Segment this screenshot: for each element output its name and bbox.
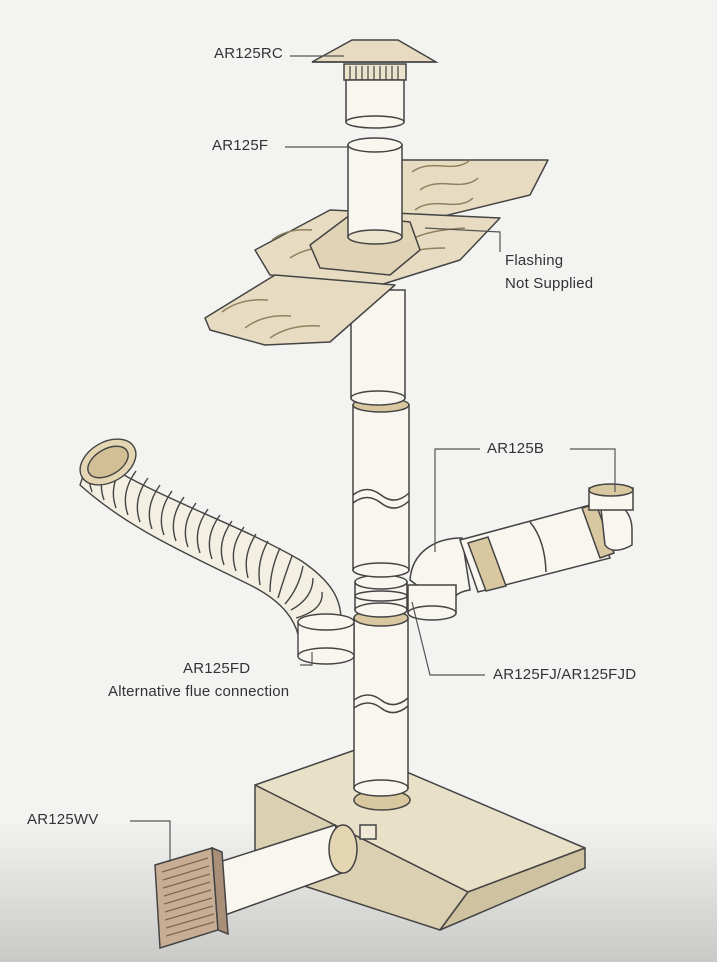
rain-cap [311, 39, 439, 129]
label-wall-vent: AR125WV [27, 811, 99, 828]
leader-flashing [424, 227, 501, 252]
label-flashing-line1: Flashing [505, 252, 564, 269]
wall-vent-duct [209, 824, 377, 916]
label-rain-cap: AR125RC [214, 45, 283, 62]
leader-joiner [411, 601, 485, 676]
wall-vent-grille [154, 846, 229, 949]
appliance-box [254, 749, 586, 931]
bend-pipe-assembly [407, 483, 634, 621]
leader-bend-right [570, 448, 616, 492]
leader-lines [130, 55, 616, 862]
label-flashing-line2: Not Supplied [505, 275, 594, 292]
label-joiner: AR125FJ/AR125FJD [493, 666, 637, 683]
label-bend: AR125B [487, 440, 545, 457]
leader-flexible-duct [300, 652, 313, 666]
lower-flue-pipe [353, 609, 411, 811]
roof-flue-pipe [347, 137, 403, 245]
mid-flue-pipe [352, 397, 410, 578]
flexible-duct [79, 438, 355, 665]
pipe-joiner [354, 574, 408, 618]
leader-bend-left [434, 448, 480, 552]
label-flexible-duct: AR125FD [183, 660, 251, 677]
leader-wall-vent [130, 820, 171, 862]
label-flexible-duct-note: Alternative flue connection [108, 683, 290, 700]
label-flue-pipe: AR125F [212, 137, 269, 154]
